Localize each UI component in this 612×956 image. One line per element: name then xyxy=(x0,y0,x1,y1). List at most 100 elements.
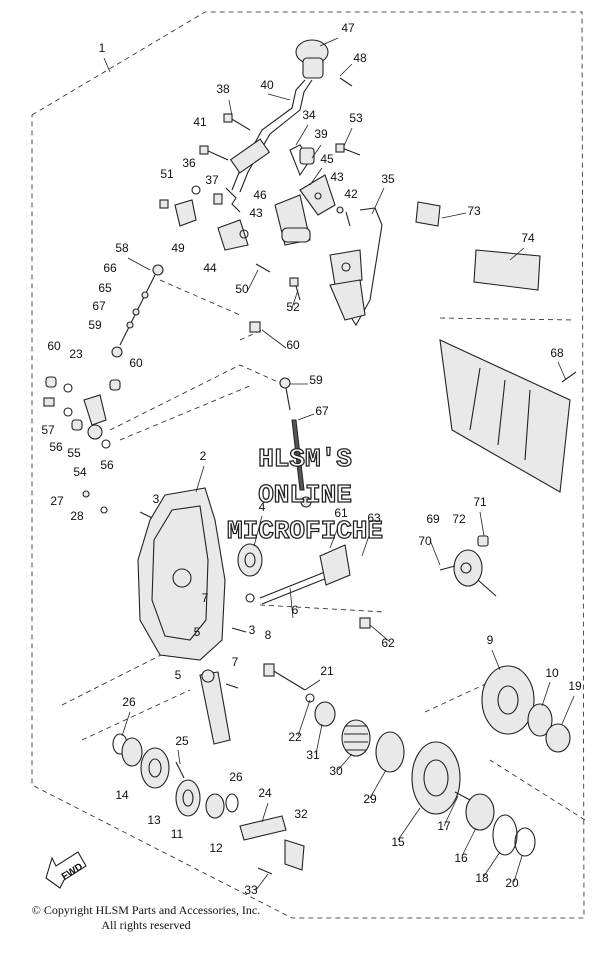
gear-case xyxy=(82,487,263,661)
callout-14: 14 xyxy=(115,788,129,802)
callout-38: 38 xyxy=(216,82,230,96)
watermark-line-1: HLSM'S xyxy=(258,444,352,474)
adjuster-knob xyxy=(439,535,497,597)
callout-19: 19 xyxy=(568,679,582,693)
callout-3: 3 xyxy=(249,623,256,637)
callout-21: 21 xyxy=(320,664,334,678)
fwd-arrow-icon: FWD xyxy=(45,851,87,889)
callout-43: 43 xyxy=(249,206,263,220)
sprocket-assembly xyxy=(263,663,571,857)
leader-lines xyxy=(103,37,575,891)
callout-25: 25 xyxy=(175,734,189,748)
watermark-line-2: ONLINE xyxy=(258,480,352,510)
shift-lever xyxy=(229,39,329,193)
callout-59: 59 xyxy=(309,373,323,387)
callout-30: 30 xyxy=(329,764,343,778)
callout-72: 72 xyxy=(452,512,466,526)
callout-43: 43 xyxy=(330,170,344,184)
callout-42: 42 xyxy=(344,187,358,201)
callout-58: 58 xyxy=(115,241,129,255)
callout-35: 35 xyxy=(381,172,395,186)
callout-9: 9 xyxy=(487,633,494,647)
callout-7: 7 xyxy=(232,655,239,669)
callout-26: 26 xyxy=(122,695,136,709)
linkage-rod xyxy=(43,264,312,508)
callout-4: 4 xyxy=(259,500,266,514)
callout-22: 22 xyxy=(288,730,302,744)
callout-51: 51 xyxy=(160,167,174,181)
callout-68: 68 xyxy=(550,346,564,360)
callout-5: 5 xyxy=(194,625,201,639)
callout-5: 5 xyxy=(175,668,182,682)
callout-36: 36 xyxy=(182,156,196,170)
grouping-lines xyxy=(61,279,586,821)
callout-48: 48 xyxy=(353,51,367,65)
callout-65: 65 xyxy=(98,281,112,295)
callout-61: 61 xyxy=(334,506,348,520)
callout-15: 15 xyxy=(391,835,405,849)
callout-56: 56 xyxy=(100,458,114,472)
callout-71: 71 xyxy=(473,495,487,509)
callout-49: 49 xyxy=(171,241,185,255)
callout-46: 46 xyxy=(253,188,267,202)
fwd-label: FWD xyxy=(60,861,85,882)
watermark: HLSM'S ONLINE MICROFICHE xyxy=(226,443,383,546)
callout-62: 62 xyxy=(381,636,395,650)
callout-73: 73 xyxy=(467,204,481,218)
callout-32: 32 xyxy=(294,807,308,821)
callout-17: 17 xyxy=(437,819,451,833)
watermark-line-3: MICROFICHE xyxy=(227,516,383,546)
callout-10: 10 xyxy=(545,666,559,680)
callout-26: 26 xyxy=(229,770,243,784)
callout-70: 70 xyxy=(418,534,432,548)
callout-24: 24 xyxy=(258,786,272,800)
callout-69: 69 xyxy=(426,512,440,526)
rights-line: All rights reserved xyxy=(101,918,191,932)
callout-7: 7 xyxy=(202,591,209,605)
callout-28: 28 xyxy=(70,509,84,523)
callout-60: 60 xyxy=(47,339,61,353)
callout-55: 55 xyxy=(67,446,81,460)
callout-60: 60 xyxy=(129,356,143,370)
assembly-boundary xyxy=(31,11,585,919)
callout-11: 11 xyxy=(171,827,184,841)
callout-23: 23 xyxy=(69,347,83,361)
callout-60: 60 xyxy=(286,338,300,352)
callout-39: 39 xyxy=(314,127,328,141)
callout-31: 31 xyxy=(306,748,320,762)
callout-56: 56 xyxy=(49,440,63,454)
shift-bracket-parts xyxy=(174,144,383,327)
callout-2: 2 xyxy=(200,449,207,463)
callout-52: 52 xyxy=(286,300,300,314)
callout-67: 67 xyxy=(92,299,106,313)
callout-12: 12 xyxy=(209,841,223,855)
callout-6: 6 xyxy=(292,603,299,617)
copyright-line: © Copyright HLSM Parts and Accessories, … xyxy=(31,903,261,917)
crank-arm xyxy=(199,669,239,745)
callout-47: 47 xyxy=(341,21,355,35)
callout-16: 16 xyxy=(454,851,468,865)
callout-41: 41 xyxy=(193,115,207,129)
gear-train xyxy=(112,733,305,875)
callout-66: 66 xyxy=(103,261,117,275)
callout-33: 33 xyxy=(244,883,258,897)
callout-40: 40 xyxy=(260,78,274,92)
callout-53: 53 xyxy=(349,111,363,125)
callout-20: 20 xyxy=(505,876,519,890)
callout-54: 54 xyxy=(73,465,87,479)
callout-59: 59 xyxy=(88,318,102,332)
callout-45: 45 xyxy=(320,152,334,166)
callout-13: 13 xyxy=(147,813,161,827)
callout-8: 8 xyxy=(265,628,272,642)
callout-63: 63 xyxy=(367,511,381,525)
copyright-notice: © Copyright HLSM Parts and Accessories, … xyxy=(6,903,286,933)
callout-50: 50 xyxy=(235,282,249,296)
callout-37: 37 xyxy=(205,173,219,187)
callout-27: 27 xyxy=(50,494,64,508)
callout-34: 34 xyxy=(302,108,316,122)
callout-29: 29 xyxy=(363,792,377,806)
callout-18: 18 xyxy=(475,871,489,885)
labels-and-flap xyxy=(415,201,577,493)
